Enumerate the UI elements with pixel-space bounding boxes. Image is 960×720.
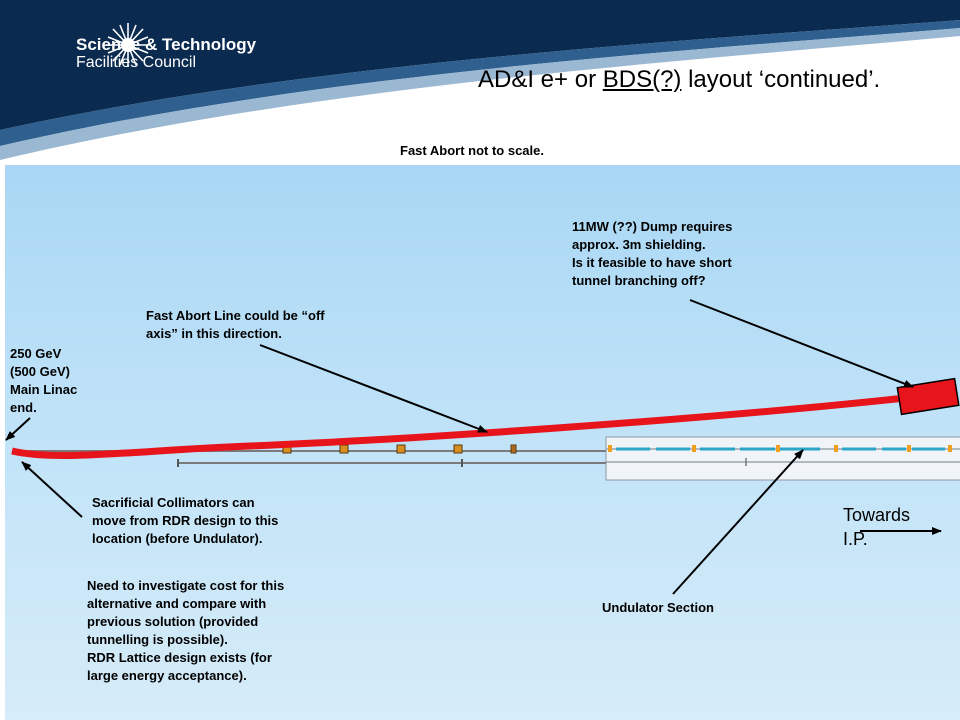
note-collimators: Sacrificial Collimators can move from RD… [92,494,278,548]
note-main-linac-line: (500 GeV) [10,364,70,379]
arrow-dump [689,299,914,388]
note-main-linac-line: end. [10,400,37,415]
note-fast-abort-line: Fast Abort Line could be “off axis” in t… [146,307,325,343]
undulator-quads [692,445,952,452]
note-cost-line: Need to investigate cost for this [87,578,285,593]
collimator-3 [396,444,406,454]
towards-ip-line: I.P. [843,529,868,549]
note-cost-line: previous solution (provided [87,614,259,629]
note-fast-abort-line-text: Fast Abort Line could be “off [146,308,325,323]
note-collimators-line: location (before Undulator). [92,531,263,546]
note-main-linac: 250 GeV (500 GeV) Main Linac end. [10,345,77,417]
collimator-4 [453,444,463,454]
note-dump-line: Is it feasible to have short [572,255,732,270]
note-cost-line: tunnelling is possible). [87,632,228,647]
logo-title: Science & Technology [76,35,257,54]
note-fast-abort-line-text: axis” in this direction. [146,326,282,341]
label-undulator-section: Undulator Section [602,600,714,615]
title-underlined: BDS(?) [602,66,682,93]
arrow-undulator [672,449,804,595]
note-cost-line: RDR Lattice design exists (for [87,650,272,665]
note-dump-line: approx. 3m shielding. [572,237,706,252]
arrow-fast-abort [259,344,488,433]
note-main-linac-line: Main Linac [10,382,78,397]
subtitle: Fast Abort not to scale. [400,143,544,158]
note-dump-line: 11MW (??) Dump requires [572,219,733,234]
slide-title: AD&I e+ or BDS(?) layout ‘continued’. [478,66,880,94]
title-suffix: layout ‘continued’. [681,66,881,93]
note-collimators-line: Sacrificial Collimators can [92,495,255,510]
note-cost-line: alternative and compare with [87,596,267,611]
undulator-marker-1 [608,445,612,452]
note-cost: Need to investigate cost for this altern… [87,577,284,685]
collimator-5 [510,444,517,454]
title-prefix: AD&I e+ or [478,66,603,93]
note-cost-line: large energy acceptance). [87,668,247,683]
note-dump-line: tunnel branching off? [572,273,706,288]
stfc-logo-icon [106,23,150,67]
towards-ip-line: Towards [843,505,911,525]
note-collimators-line: move from RDR design to this [92,513,279,528]
collimator-2 [339,444,349,454]
logo-subtitle: Facilities Council [76,54,197,71]
header-band [0,0,960,160]
note-main-linac-line: 250 GeV [10,346,62,361]
fast-abort-line [11,394,906,460]
note-dump: 11MW (??) Dump requires approx. 3m shiel… [572,218,732,290]
towards-ip-label: Towards I.P. [843,503,910,551]
arrow-main-linac [5,417,31,441]
arrow-collimators [21,461,83,518]
